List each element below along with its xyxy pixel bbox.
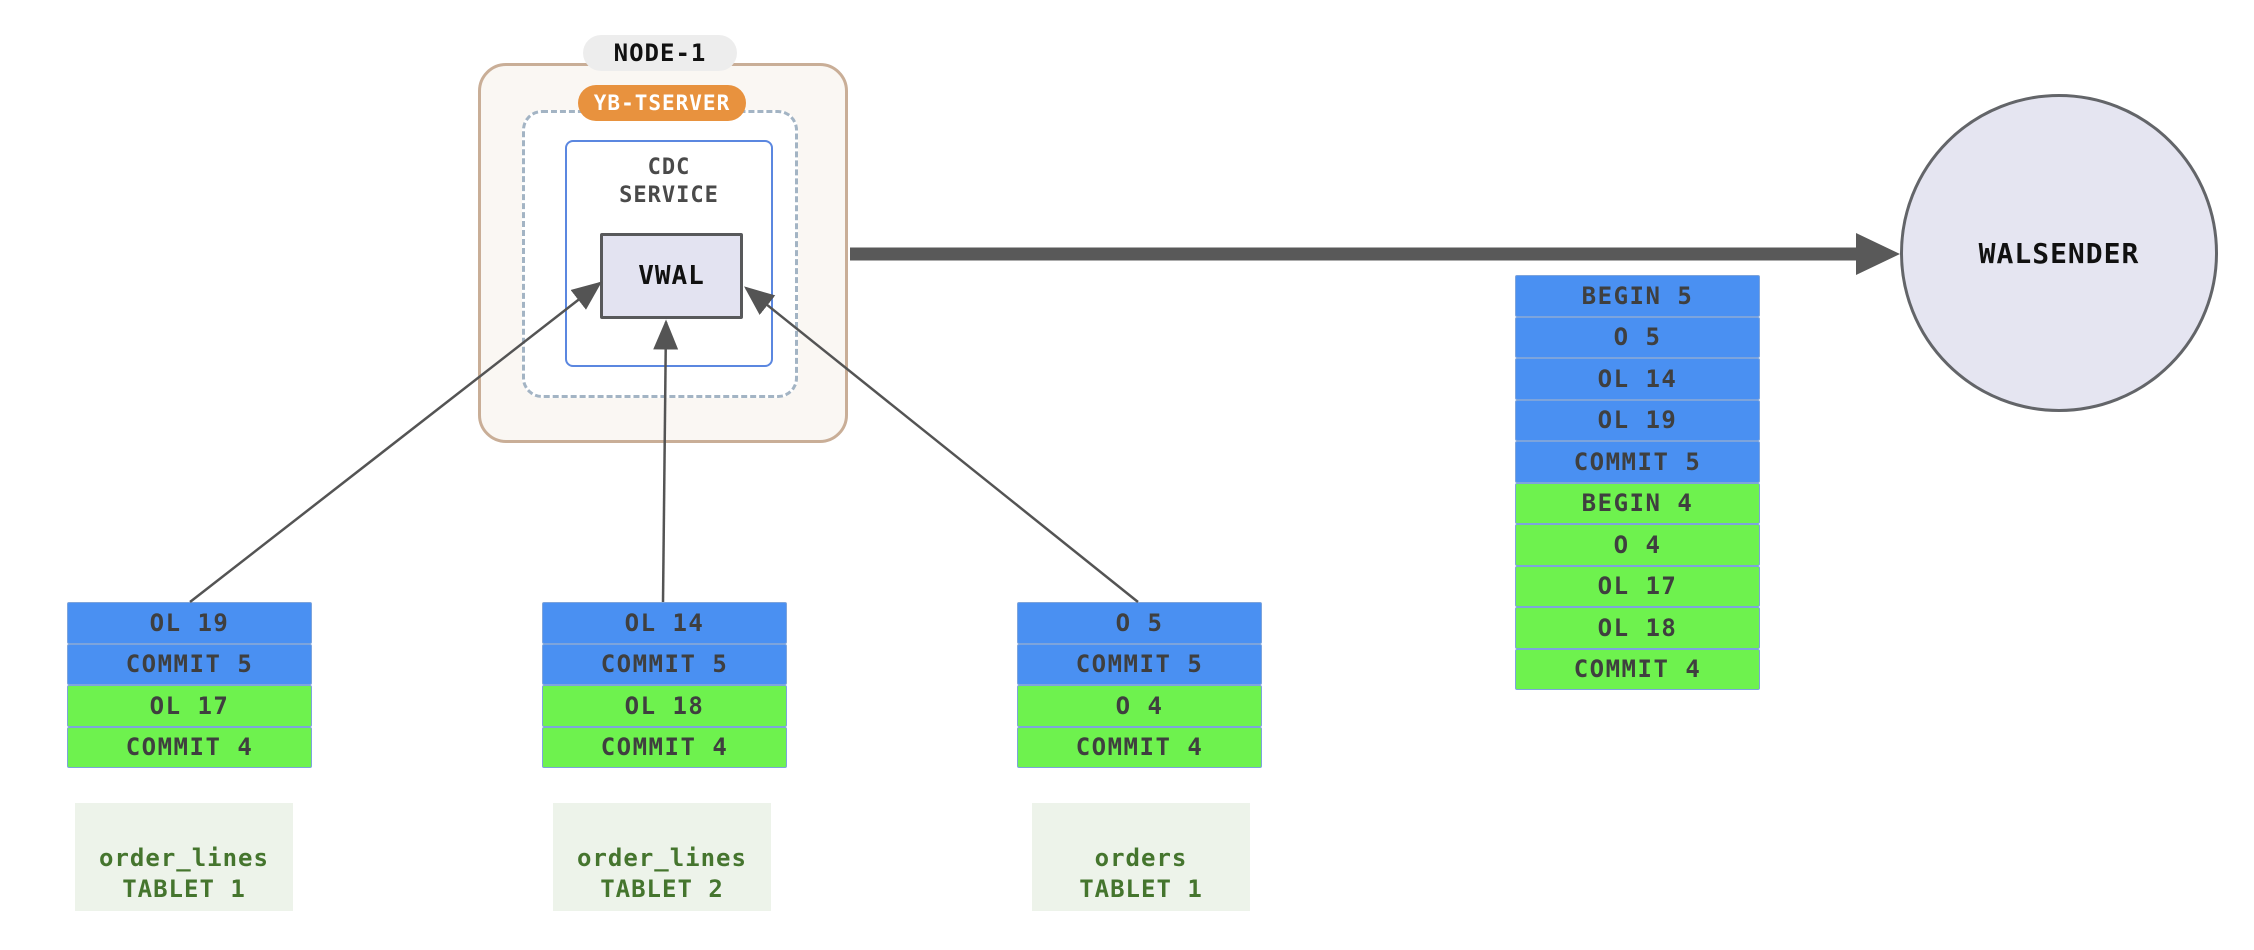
stream-row: OL 19 [1515, 399, 1760, 441]
wal-row: COMMIT 5 [1017, 643, 1262, 685]
vwal-box: VWAL [600, 233, 743, 319]
tablet-label-order-lines-tablet-1: order_lines TABLET 1 [75, 803, 293, 911]
cdc-service-label: CDC SERVICE [567, 154, 771, 210]
wal-row: O 5 [1017, 602, 1262, 644]
stream-row: OL 14 [1515, 358, 1760, 400]
tablet-number: TABLET 1 [122, 875, 246, 903]
tablet1-wal-stack: OL 19 COMMIT 5 OL 17 COMMIT 4 [67, 602, 312, 768]
stream-row: COMMIT 4 [1515, 648, 1760, 690]
tablet-name: order_lines [577, 844, 747, 872]
tablet-name: orders [1094, 844, 1188, 872]
tablet-name: order_lines [99, 844, 269, 872]
merged-stream-stack: BEGIN 5 O 5 OL 14 OL 19 COMMIT 5 BEGIN 4… [1515, 275, 1760, 690]
arrow-vwal-to-walsender [850, 233, 1900, 275]
walsender-label: WALSENDER [1978, 236, 2140, 270]
wal-row: OL 17 [67, 685, 312, 727]
tablet-label-orders-tablet-1: orders TABLET 1 [1032, 803, 1250, 911]
wal-row: COMMIT 5 [67, 643, 312, 685]
stream-row: O 5 [1515, 316, 1760, 358]
wal-row: COMMIT 4 [67, 726, 312, 768]
yb-tserver-label: YB-TSERVER [578, 85, 746, 121]
tablet-label-order-lines-tablet-2: order_lines TABLET 2 [553, 803, 771, 911]
tablet-number: TABLET 2 [600, 875, 724, 903]
stream-row: COMMIT 5 [1515, 441, 1760, 483]
wal-row: COMMIT 4 [1017, 726, 1262, 768]
cdc-service-label-line1: CDC [647, 155, 691, 180]
wal-row: O 4 [1017, 685, 1262, 727]
stream-row: OL 17 [1515, 565, 1760, 607]
vwal-label: VWAL [638, 261, 705, 291]
stream-row: OL 18 [1515, 607, 1760, 649]
stream-row: BEGIN 4 [1515, 482, 1760, 524]
wal-row: COMMIT 5 [542, 643, 787, 685]
tablet2-wal-stack: OL 14 COMMIT 5 OL 18 COMMIT 4 [542, 602, 787, 768]
tablet3-wal-stack: O 5 COMMIT 5 O 4 COMMIT 4 [1017, 602, 1262, 768]
wal-row: COMMIT 4 [542, 726, 787, 768]
walsender-circle: WALSENDER [1900, 94, 2218, 412]
wal-row: OL 19 [67, 602, 312, 644]
stream-row: O 4 [1515, 524, 1760, 566]
stream-row: BEGIN 5 [1515, 275, 1760, 317]
wal-row: OL 14 [542, 602, 787, 644]
tablet-number: TABLET 1 [1079, 875, 1203, 903]
wal-row: OL 18 [542, 685, 787, 727]
cdc-service-label-line2: SERVICE [619, 183, 719, 208]
node-1-label: NODE-1 [583, 35, 737, 71]
